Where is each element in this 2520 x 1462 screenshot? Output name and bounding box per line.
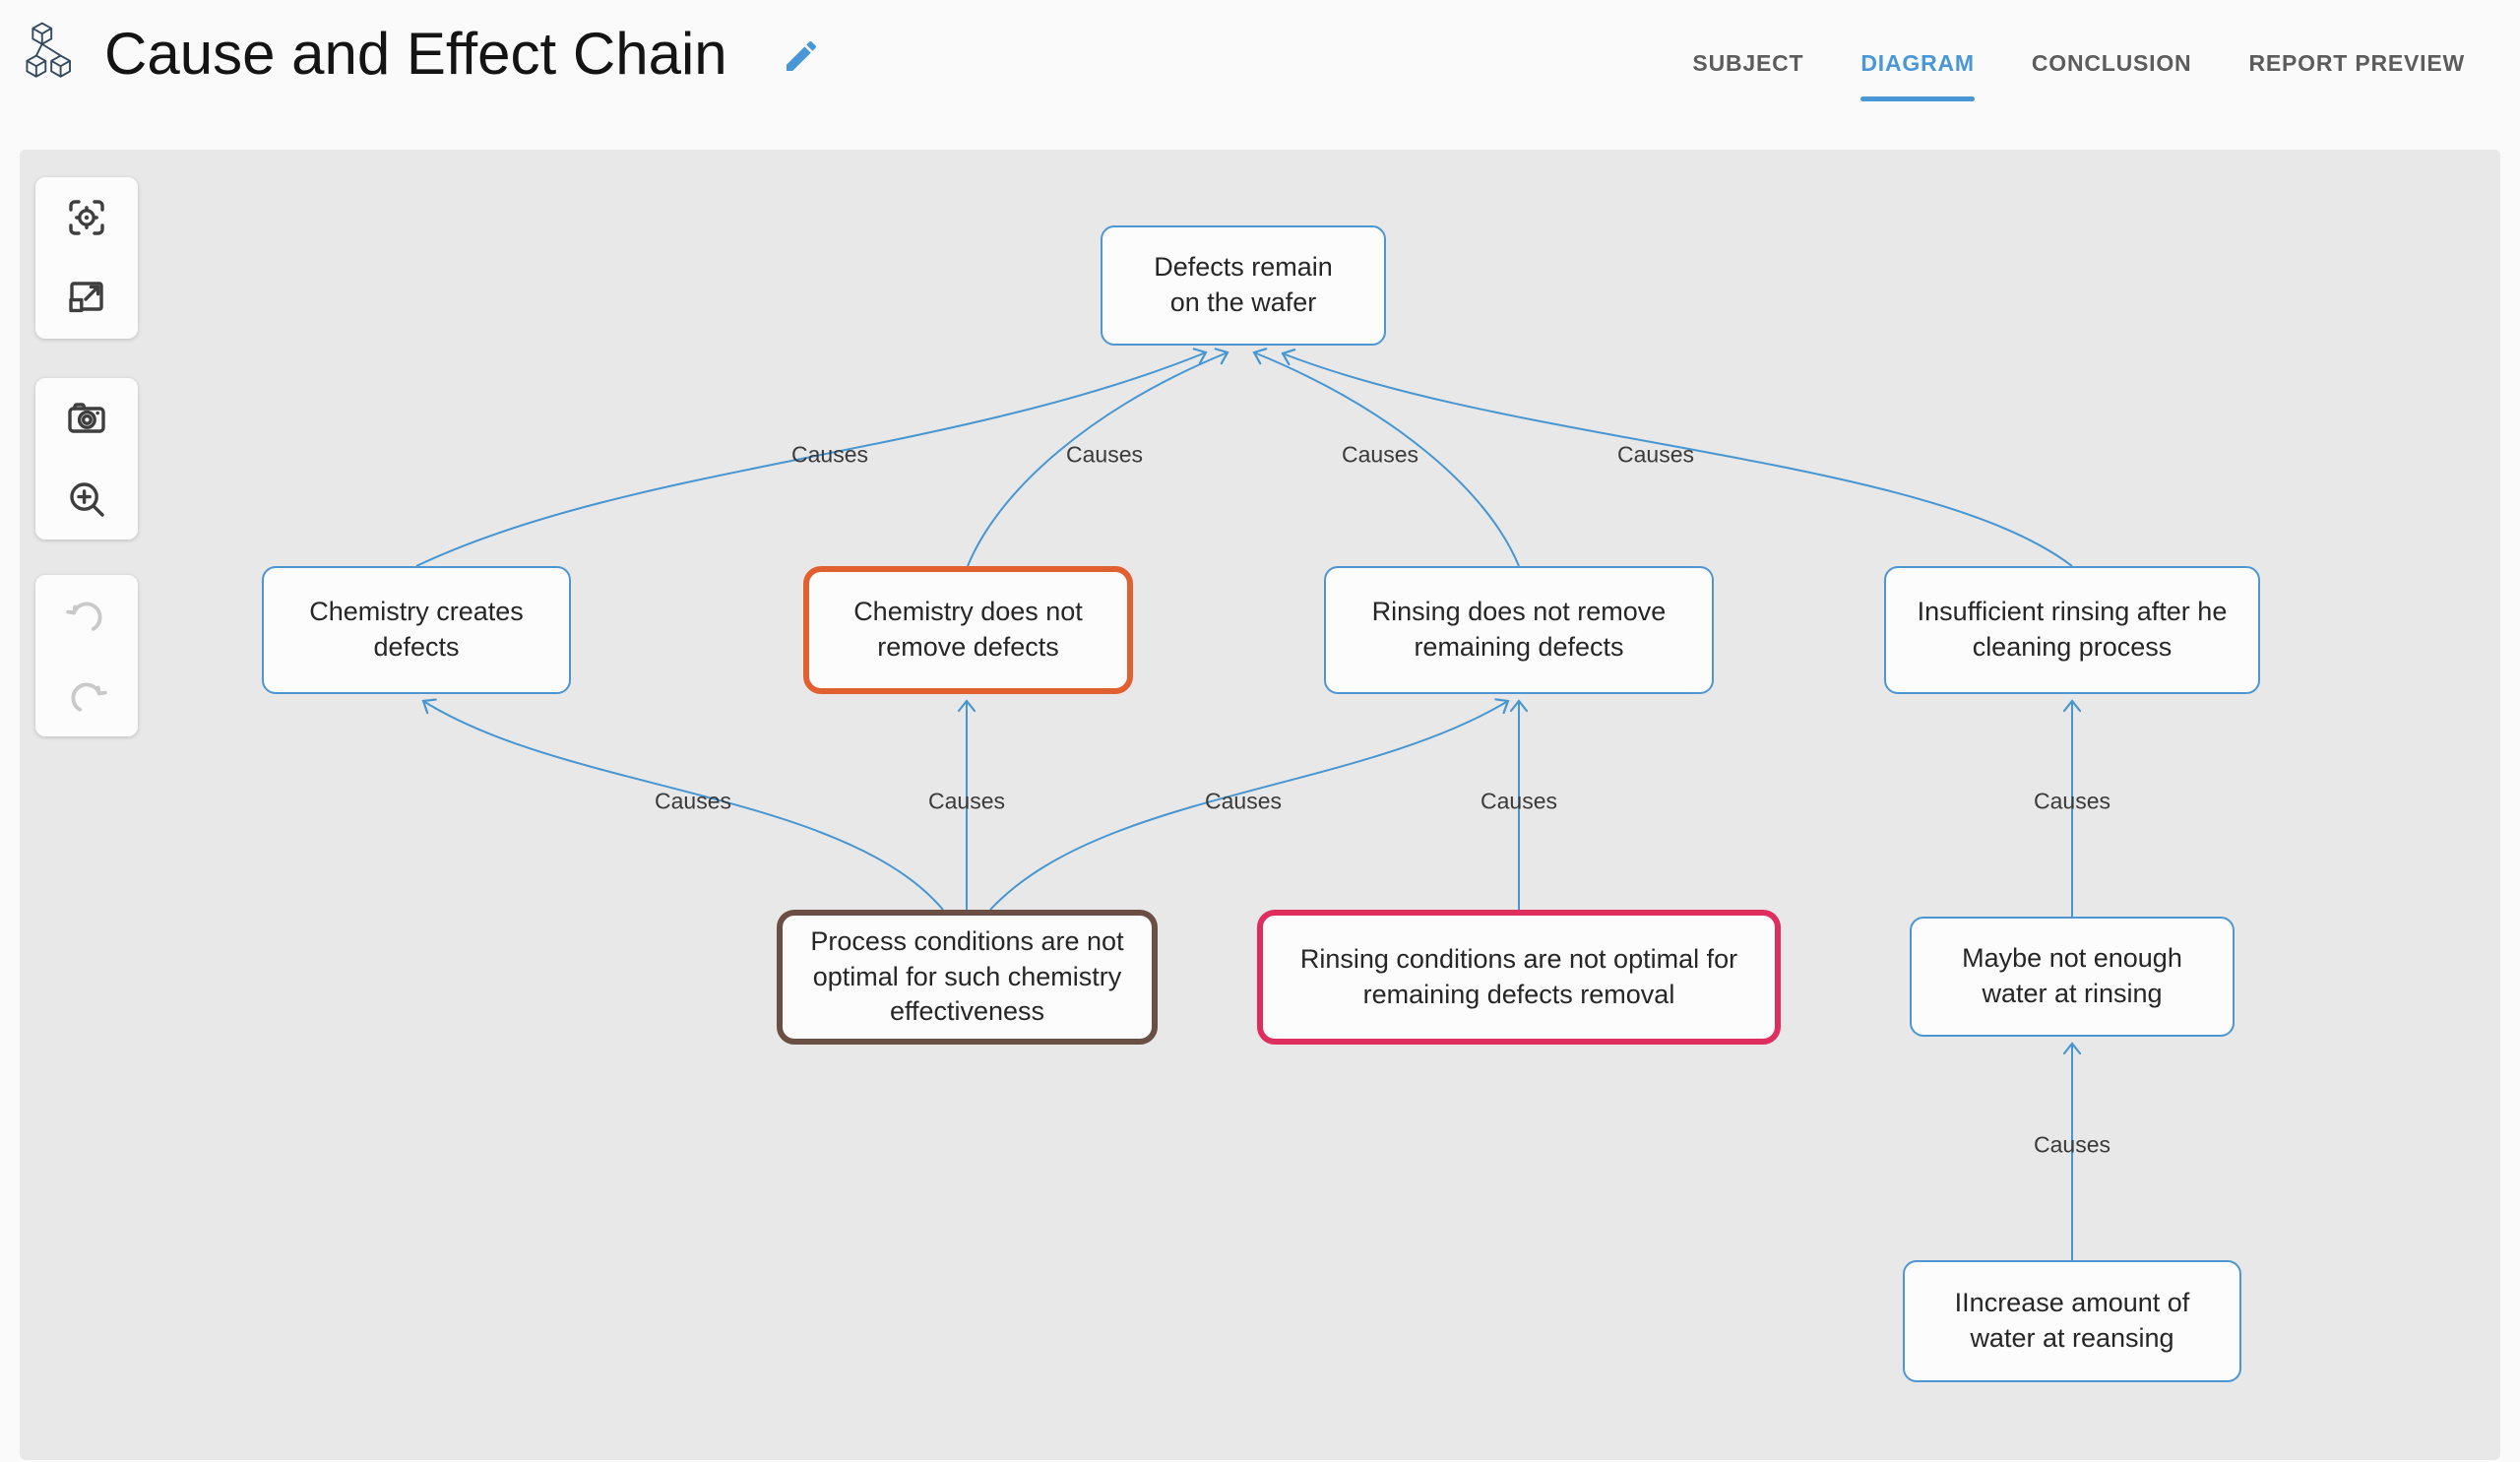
tab-conclusion-label: CONCLUSION (2031, 50, 2192, 76)
edge-label: Causes (1480, 788, 1557, 814)
toolbar-group-history (35, 575, 138, 736)
edge-label: Causes (791, 441, 868, 468)
node-label: IIncrease amount of water at reansing (1954, 1288, 2190, 1353)
tab-active-underline (1860, 96, 1975, 101)
node-label: Rinsing does not remove remaining defect… (1371, 597, 1667, 662)
resize-expand-icon (69, 282, 103, 313)
diagram-canvas[interactable]: Causes Causes Causes Causes Causes Cause… (20, 150, 2500, 1460)
edit-title-button[interactable] (780, 35, 823, 79)
edge-label: Causes (1617, 441, 1694, 468)
tab-underline (2248, 96, 2465, 101)
toolbar-group-capture (35, 378, 138, 540)
page-title: Cause and Effect Chain (104, 21, 727, 87)
magnifier-plus-icon (70, 482, 104, 517)
edge (967, 348, 1229, 567)
redo-icon (71, 682, 107, 712)
camera-icon (68, 403, 105, 433)
edges-layer (415, 348, 2082, 1260)
node-label: Process conditions are not optimal for s… (810, 926, 1124, 1027)
zoom-in-button[interactable] (35, 459, 138, 540)
node-rinsing-does-not-remove[interactable]: Rinsing does not remove remaining defect… (1324, 566, 1714, 694)
focus-center-icon (69, 200, 104, 235)
edge (415, 348, 1208, 567)
node-chemistry-creates-defects[interactable]: Chemistry creates defects (262, 566, 571, 694)
app-header: Cause and Effect Chain SUBJECT DIAGRAM C… (0, 0, 2520, 150)
node-maybe-not-enough-water[interactable]: Maybe not enough water at rinsing (1910, 917, 2235, 1037)
edge-label: Causes (2034, 788, 2110, 814)
node-rinsing-conditions[interactable]: Rinsing conditions are not optimal for r… (1257, 910, 1781, 1045)
edge-label: Causes (655, 788, 731, 814)
toolbar-group-view (35, 177, 138, 339)
node-effect[interactable]: Defects remain on the wafer (1101, 225, 1386, 346)
snapshot-button[interactable] (35, 378, 138, 459)
undo-icon (66, 602, 102, 631)
node-label: Maybe not enough water at rinsing (1962, 943, 2182, 1008)
cubes-hierarchy-icon (26, 22, 71, 78)
edge (1252, 348, 1520, 567)
tab-underline (2032, 96, 2192, 101)
edge-label: Causes (928, 788, 1005, 814)
node-insufficient-rinsing[interactable]: Insufficient rinsing after he cleaning p… (1884, 566, 2260, 694)
edge (989, 698, 1510, 911)
tab-subject[interactable]: SUBJECT (1665, 49, 1831, 101)
center-diagram-button[interactable] (35, 177, 138, 258)
undo-button[interactable] (35, 575, 138, 656)
node-increase-amount-of-water[interactable]: IIncrease amount of water at reansing (1903, 1260, 2241, 1382)
node-label: Rinsing conditions are not optimal for r… (1299, 943, 1738, 1009)
tab-conclusion[interactable]: CONCLUSION (2004, 49, 2220, 101)
pencil-icon (787, 40, 817, 71)
edge (1281, 349, 2073, 567)
node-process-conditions[interactable]: Process conditions are not optimal for s… (777, 910, 1158, 1045)
fit-to-screen-button[interactable] (35, 258, 138, 339)
redo-button[interactable] (35, 656, 138, 736)
tab-report-preview-label: REPORT PREVIEW (2248, 50, 2465, 76)
node-label: Chemistry does not remove defects (853, 597, 1083, 662)
edge (421, 698, 944, 911)
edge-label: Causes (2034, 1131, 2110, 1158)
tab-diagram[interactable]: DIAGRAM (1833, 49, 2001, 101)
tab-report-preview[interactable]: REPORT PREVIEW (2221, 49, 2492, 101)
node-chemistry-does-not-remove-defects[interactable]: Chemistry does not remove defects (803, 566, 1133, 694)
tab-subject-label: SUBJECT (1692, 50, 1804, 76)
node-label: Insufficient rinsing after he cleaning p… (1917, 597, 2228, 662)
tab-underline (1692, 96, 1803, 101)
edge-label: Causes (1066, 441, 1143, 468)
edge-label: Causes (1205, 788, 1282, 814)
node-label: Defects remain on the wafer (1154, 252, 1333, 317)
edge-label: Causes (1342, 441, 1418, 468)
nav-tabs: SUBJECT DIAGRAM CONCLUSION REPORT PREVIE… (1665, 49, 2492, 101)
node-label: Chemistry creates defects (309, 597, 524, 662)
tab-diagram-label: DIAGRAM (1860, 50, 1975, 76)
